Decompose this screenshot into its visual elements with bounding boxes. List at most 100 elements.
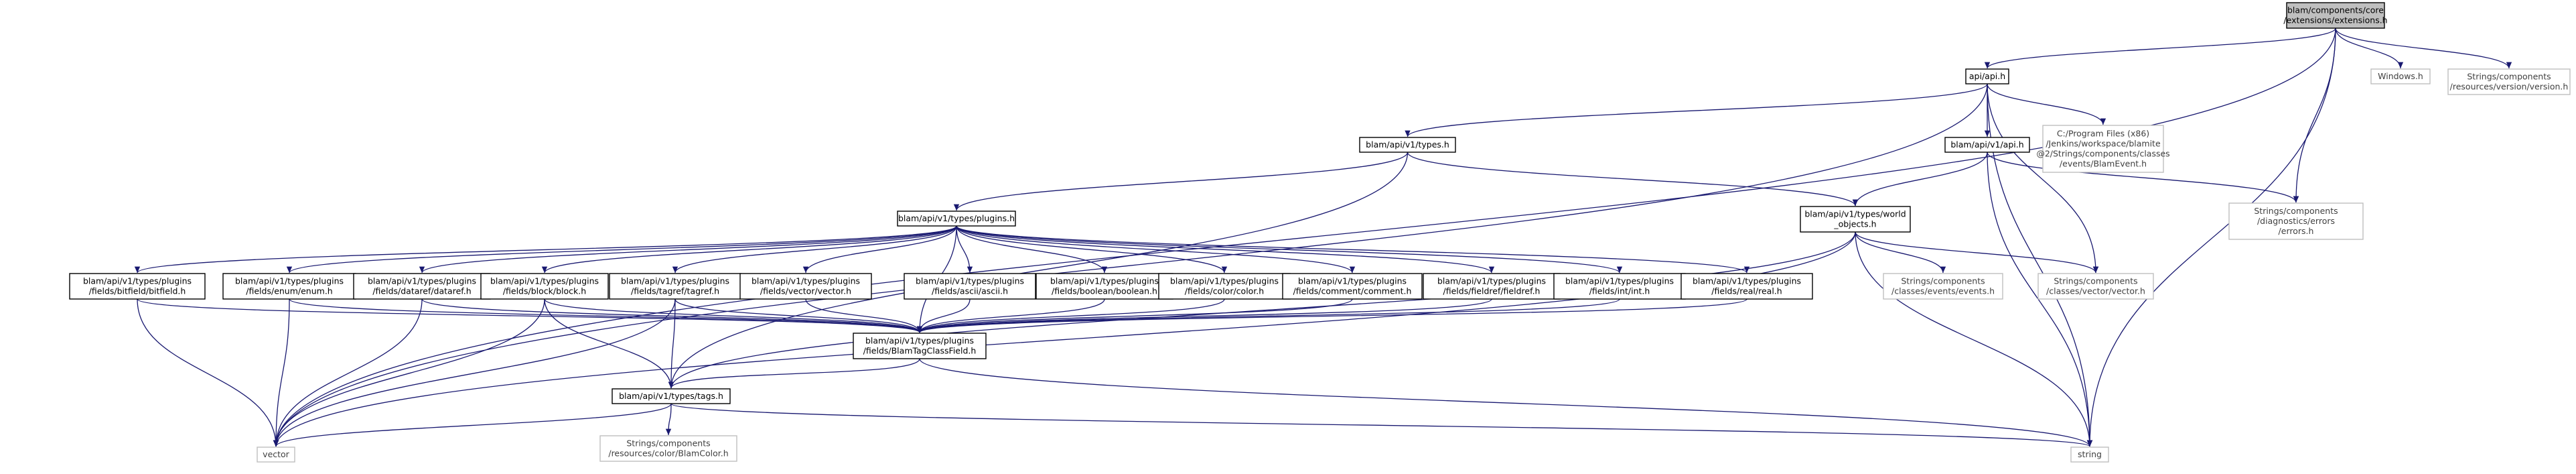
node-label-line: blam/api/v1/types/world	[1804, 209, 1906, 219]
edge-root-to-errors_h	[2293, 27, 2336, 203]
edge-plugins_h-to-color_h	[956, 225, 1228, 274]
node-label-line: Strings/components	[2254, 206, 2338, 216]
node-box	[2447, 68, 2571, 95]
node-label-line: blam/api/v1/types/plugins	[490, 276, 599, 286]
edge-plugins_h-to-fieldref_h	[956, 225, 1494, 274]
node-label-line: Strings/components	[2054, 276, 2137, 286]
node-plugins-h[interactable]: blam/api/v1/types/plugins.h	[897, 211, 1016, 227]
node-label-line: vector	[263, 449, 290, 459]
node-label-line: /fields/enum/enum.h	[246, 286, 332, 296]
node-blamtagclassfield-h[interactable]: blam/api/v1/types/plugins/fields/BlamTag…	[853, 333, 987, 359]
node-label-line: /fields/vector/vector.h	[760, 286, 851, 296]
edge-tags_h-to-blamcolor_h	[665, 403, 672, 436]
node-world-objects-h[interactable]: blam/api/v1/types/world_objects.h	[1800, 206, 1911, 233]
node-v1api-h[interactable]: blam/api/v1/api.h	[1944, 137, 2030, 153]
node-dataref-h[interactable]: blam/api/v1/types/plugins/fields/dataref…	[353, 273, 491, 300]
node-label-line: Strings/components	[626, 438, 710, 449]
edge-api_h-to-blamevent_h	[1987, 83, 2106, 125]
edge-v1api_h-to-errors_h	[1987, 152, 2299, 203]
node-int-h[interactable]: blam/api/v1/types/plugins/fields/int/int…	[1553, 273, 1686, 300]
node-ascii-h[interactable]: blam/api/v1/types/plugins/fields/ascii/a…	[904, 273, 1036, 300]
node-box	[1944, 137, 2030, 153]
edge-api_h-to-vector	[273, 83, 1988, 447]
node-label-line: @2/Strings/components/classes	[2036, 149, 2169, 159]
node-bitfield-h[interactable]: blam/api/v1/types/plugins/fields/bitfiel…	[69, 273, 206, 300]
edge-enum_h-to-blamtagclassfield_h	[289, 298, 922, 333]
node-box	[2037, 273, 2154, 300]
node-label-line: /events/BlamEvent.h	[2060, 159, 2147, 169]
node-errors-h: Strings/components/diagnostics/errors/er…	[2228, 202, 2364, 240]
edge-vector_field_h-to-blamtagclassfield_h	[805, 298, 923, 333]
node-label-line: /fields/int/int.h	[1589, 286, 1650, 296]
edge-tagref_h-to-tags_h	[668, 298, 676, 389]
node-version-h: Strings/components/resources/version/ver…	[2447, 68, 2571, 95]
node-label-line: string	[2078, 449, 2102, 459]
node-box	[897, 211, 1016, 227]
node-box	[2042, 125, 2164, 173]
edge-world_objects_h-to-events_h	[1855, 231, 1946, 274]
edge-world_objects_h-to-tags_h	[668, 231, 1856, 389]
node-label-line: /fields/BlamTagClassField.h	[863, 346, 977, 356]
node-label-line: /diagnostics/errors	[2257, 216, 2335, 226]
edge-block_h-to-blamtagclassfield_h	[544, 298, 922, 333]
node-events-h: Strings/components/classes/events/events…	[1883, 273, 2003, 300]
node-string: string	[2070, 447, 2109, 463]
node-box	[222, 273, 356, 300]
edge-world_objects_h-to-vector	[273, 231, 1856, 447]
edge-dataref_h-to-vector	[273, 298, 423, 447]
edge-tagref_h-to-blamtagclassfield_h	[674, 298, 923, 333]
node-vector-class-h: Strings/components/classes/vector/vector…	[2037, 273, 2154, 300]
edge-boolean_h-to-blamtagclassfield_h	[916, 298, 1105, 333]
edge-plugins_h-to-block_h	[542, 225, 957, 274]
node-box	[1883, 273, 2003, 300]
node-real-h[interactable]: blam/api/v1/types/plugins/fields/real/re…	[1680, 273, 1813, 300]
node-label-line: blam/api/v1/types/plugins	[1170, 276, 1279, 286]
node-box	[2286, 2, 2385, 29]
node-vector-field-h[interactable]: blam/api/v1/types/plugins/fields/vector/…	[739, 273, 872, 300]
node-label-line: /fields/tagref/tagref.h	[631, 286, 719, 296]
edge-types_h-to-plugins_h	[953, 152, 1409, 211]
node-label-line: blam/api/v1/types/plugins	[1437, 276, 1546, 286]
node-label-line: /fields/fieldref/fieldref.h	[1443, 286, 1541, 296]
edge-real_h-to-blamtagclassfield_h	[917, 298, 1747, 333]
node-label-line: blam/api/v1/types/plugins	[752, 276, 860, 286]
edge-v1api_h-to-world_objects_h	[1852, 152, 1988, 206]
edge-api_h-to-types_h	[1405, 83, 1988, 137]
node-blamevent-h: C:/Program Files (x86)/Jenkins/workspace…	[2036, 125, 2170, 173]
edge-root-to-vector	[273, 27, 2336, 447]
node-label-line: blam/api/v1/api.h	[1950, 139, 2023, 150]
edge-comment_h-to-blamtagclassfield_h	[917, 298, 1353, 333]
node-boolean-h[interactable]: blam/api/v1/types/plugins/fields/boolean…	[1035, 273, 1173, 300]
dependency-edges	[135, 27, 2512, 447]
node-windows-h: Windows.h	[2370, 68, 2431, 84]
node-color-h[interactable]: blam/api/v1/types/plugins/fields/color/c…	[1158, 273, 1291, 300]
edge-block_h-to-vector	[273, 298, 545, 447]
edge-tags_h-to-vector	[273, 403, 672, 447]
node-label-line: blam/api/v1/types/plugins	[1693, 276, 1801, 286]
node-box	[904, 273, 1036, 300]
node-box	[480, 273, 609, 300]
node-box	[2228, 202, 2364, 240]
edge-api_h-to-vector_class_h	[1987, 83, 2099, 274]
edge-root-to-windows_h	[2335, 27, 2404, 69]
node-fieldref-h[interactable]: blam/api/v1/types/plugins/fields/fieldre…	[1423, 273, 1561, 300]
edge-bitfield_h-to-blamtagclassfield_h	[137, 298, 922, 333]
node-api-h[interactable]: api/api.h	[1965, 68, 2009, 84]
node-tagref-h[interactable]: blam/api/v1/types/plugins/fields/tagref/…	[609, 273, 741, 300]
node-types-h[interactable]: blam/api/v1/types.h	[1359, 137, 1456, 153]
node-label-line: blam/api/v1/types/plugins	[621, 276, 729, 286]
node-label-line: /Jenkins/workspace/blamite	[2046, 139, 2161, 149]
node-label-line: /resources/version/version.h	[2450, 82, 2569, 92]
node-label-line: /fields/real/real.h	[1711, 286, 1782, 296]
node-label-line: /fields/block/block.h	[503, 286, 586, 296]
edge-plugins_h-to-dataref_h	[419, 225, 957, 274]
node-enum-h[interactable]: blam/api/v1/types/plugins/fields/enum/en…	[222, 273, 356, 300]
edge-plugins_h-to-bitfield_h	[135, 225, 957, 274]
node-label-line: Windows.h	[2378, 71, 2423, 81]
node-label-line: /fields/dataref/dataref.h	[372, 286, 471, 296]
node-block-h[interactable]: blam/api/v1/types/plugins/fields/block/b…	[480, 273, 609, 300]
node-comment-h[interactable]: blam/api/v1/types/plugins/fields/comment…	[1282, 273, 1423, 300]
node-label-line: /fields/ascii/ascii.h	[932, 286, 1008, 296]
edge-color_h-to-blamtagclassfield_h	[916, 298, 1225, 333]
node-tags-h[interactable]: blam/api/v1/types/tags.h	[612, 388, 731, 404]
